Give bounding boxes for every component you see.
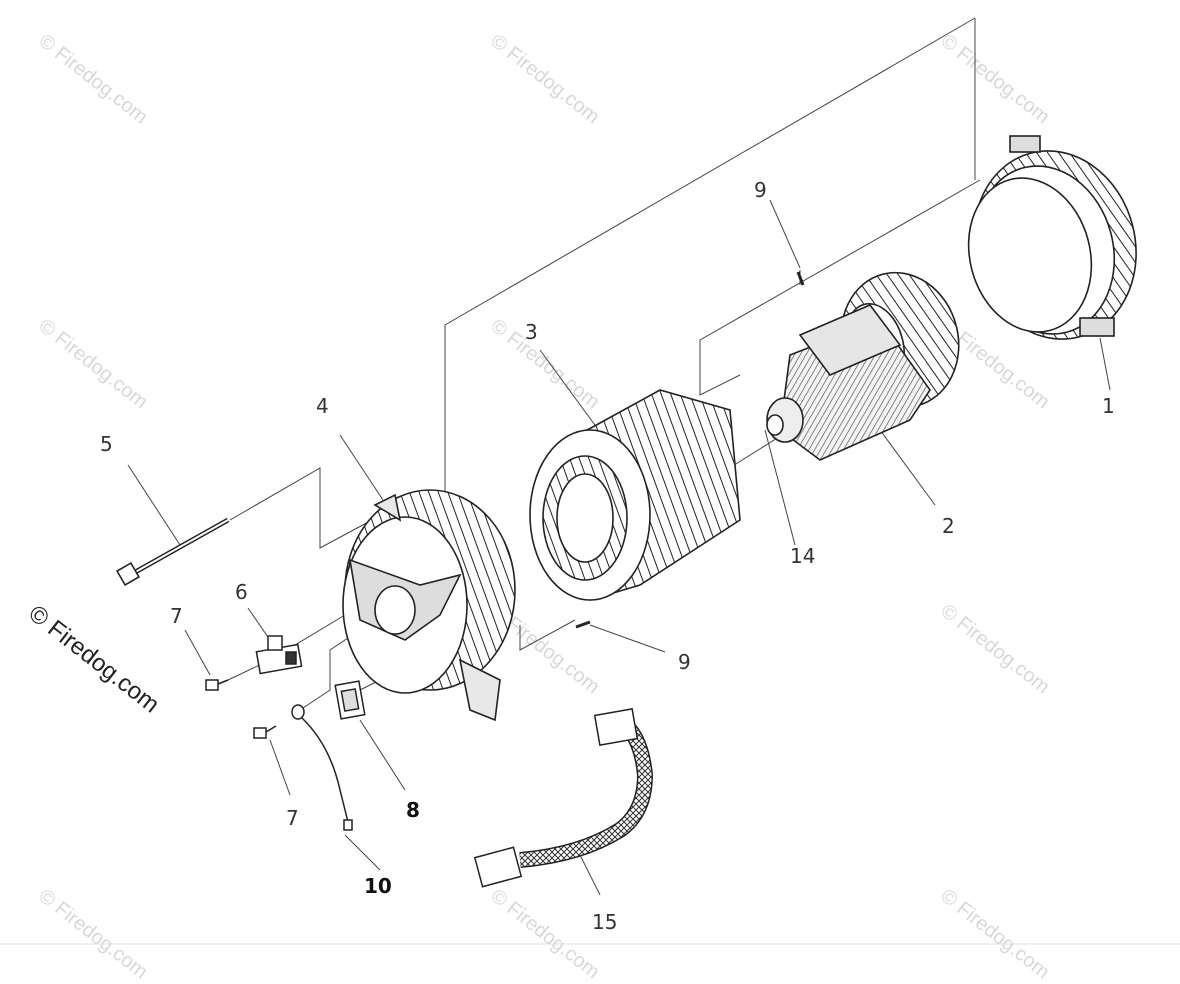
leader-line [339, 434, 384, 501]
leader-line [1099, 337, 1111, 391]
clip [334, 680, 366, 720]
leader-line [247, 607, 271, 641]
dowel-pin [575, 620, 591, 629]
leader-line [769, 199, 801, 269]
callout-14: 14 [790, 544, 816, 568]
ground-wire [291, 704, 353, 831]
leader-line [269, 739, 291, 796]
callout-4: 4 [316, 394, 329, 418]
rotor [766, 271, 960, 461]
stator [529, 389, 741, 602]
callout-10: 10 [364, 874, 392, 898]
assembly-line [299, 629, 361, 711]
assembly-lines [127, 17, 1111, 896]
exploded-parts-diagram [0, 17, 1180, 945]
brush-holder [255, 635, 303, 675]
callout-7-upper: 7 [170, 604, 183, 628]
leader-line [579, 854, 601, 896]
dowel-pin [796, 271, 805, 286]
leader-line [184, 629, 211, 676]
assembly-line [444, 17, 976, 500]
leader-line [589, 624, 666, 653]
through-bolt [115, 517, 230, 587]
leader-line [359, 719, 406, 791]
leader-line [764, 429, 796, 546]
leader-line [344, 834, 381, 871]
callout-8: 8 [406, 798, 420, 822]
assembly-line [699, 179, 981, 396]
assembly-line [519, 619, 576, 651]
callout-9-upper: 9 [754, 178, 767, 202]
leader-line [127, 464, 181, 546]
callout-3: 3 [525, 320, 538, 344]
rear-housing [967, 135, 1137, 340]
wiring-harness [473, 708, 654, 888]
callout-5: 5 [100, 432, 113, 456]
screw [205, 679, 229, 691]
leader-line [539, 349, 601, 433]
callout-9-lower: 9 [678, 650, 691, 674]
front-housing [342, 489, 516, 722]
callout-1: 1 [1102, 394, 1115, 418]
callout-6: 6 [235, 580, 248, 604]
callout-7-lower: 7 [286, 806, 299, 830]
leader-line [879, 429, 936, 506]
callout-2: 2 [942, 514, 955, 538]
assembly-line [229, 467, 373, 549]
callout-15: 15 [592, 910, 618, 934]
screw [253, 725, 277, 739]
